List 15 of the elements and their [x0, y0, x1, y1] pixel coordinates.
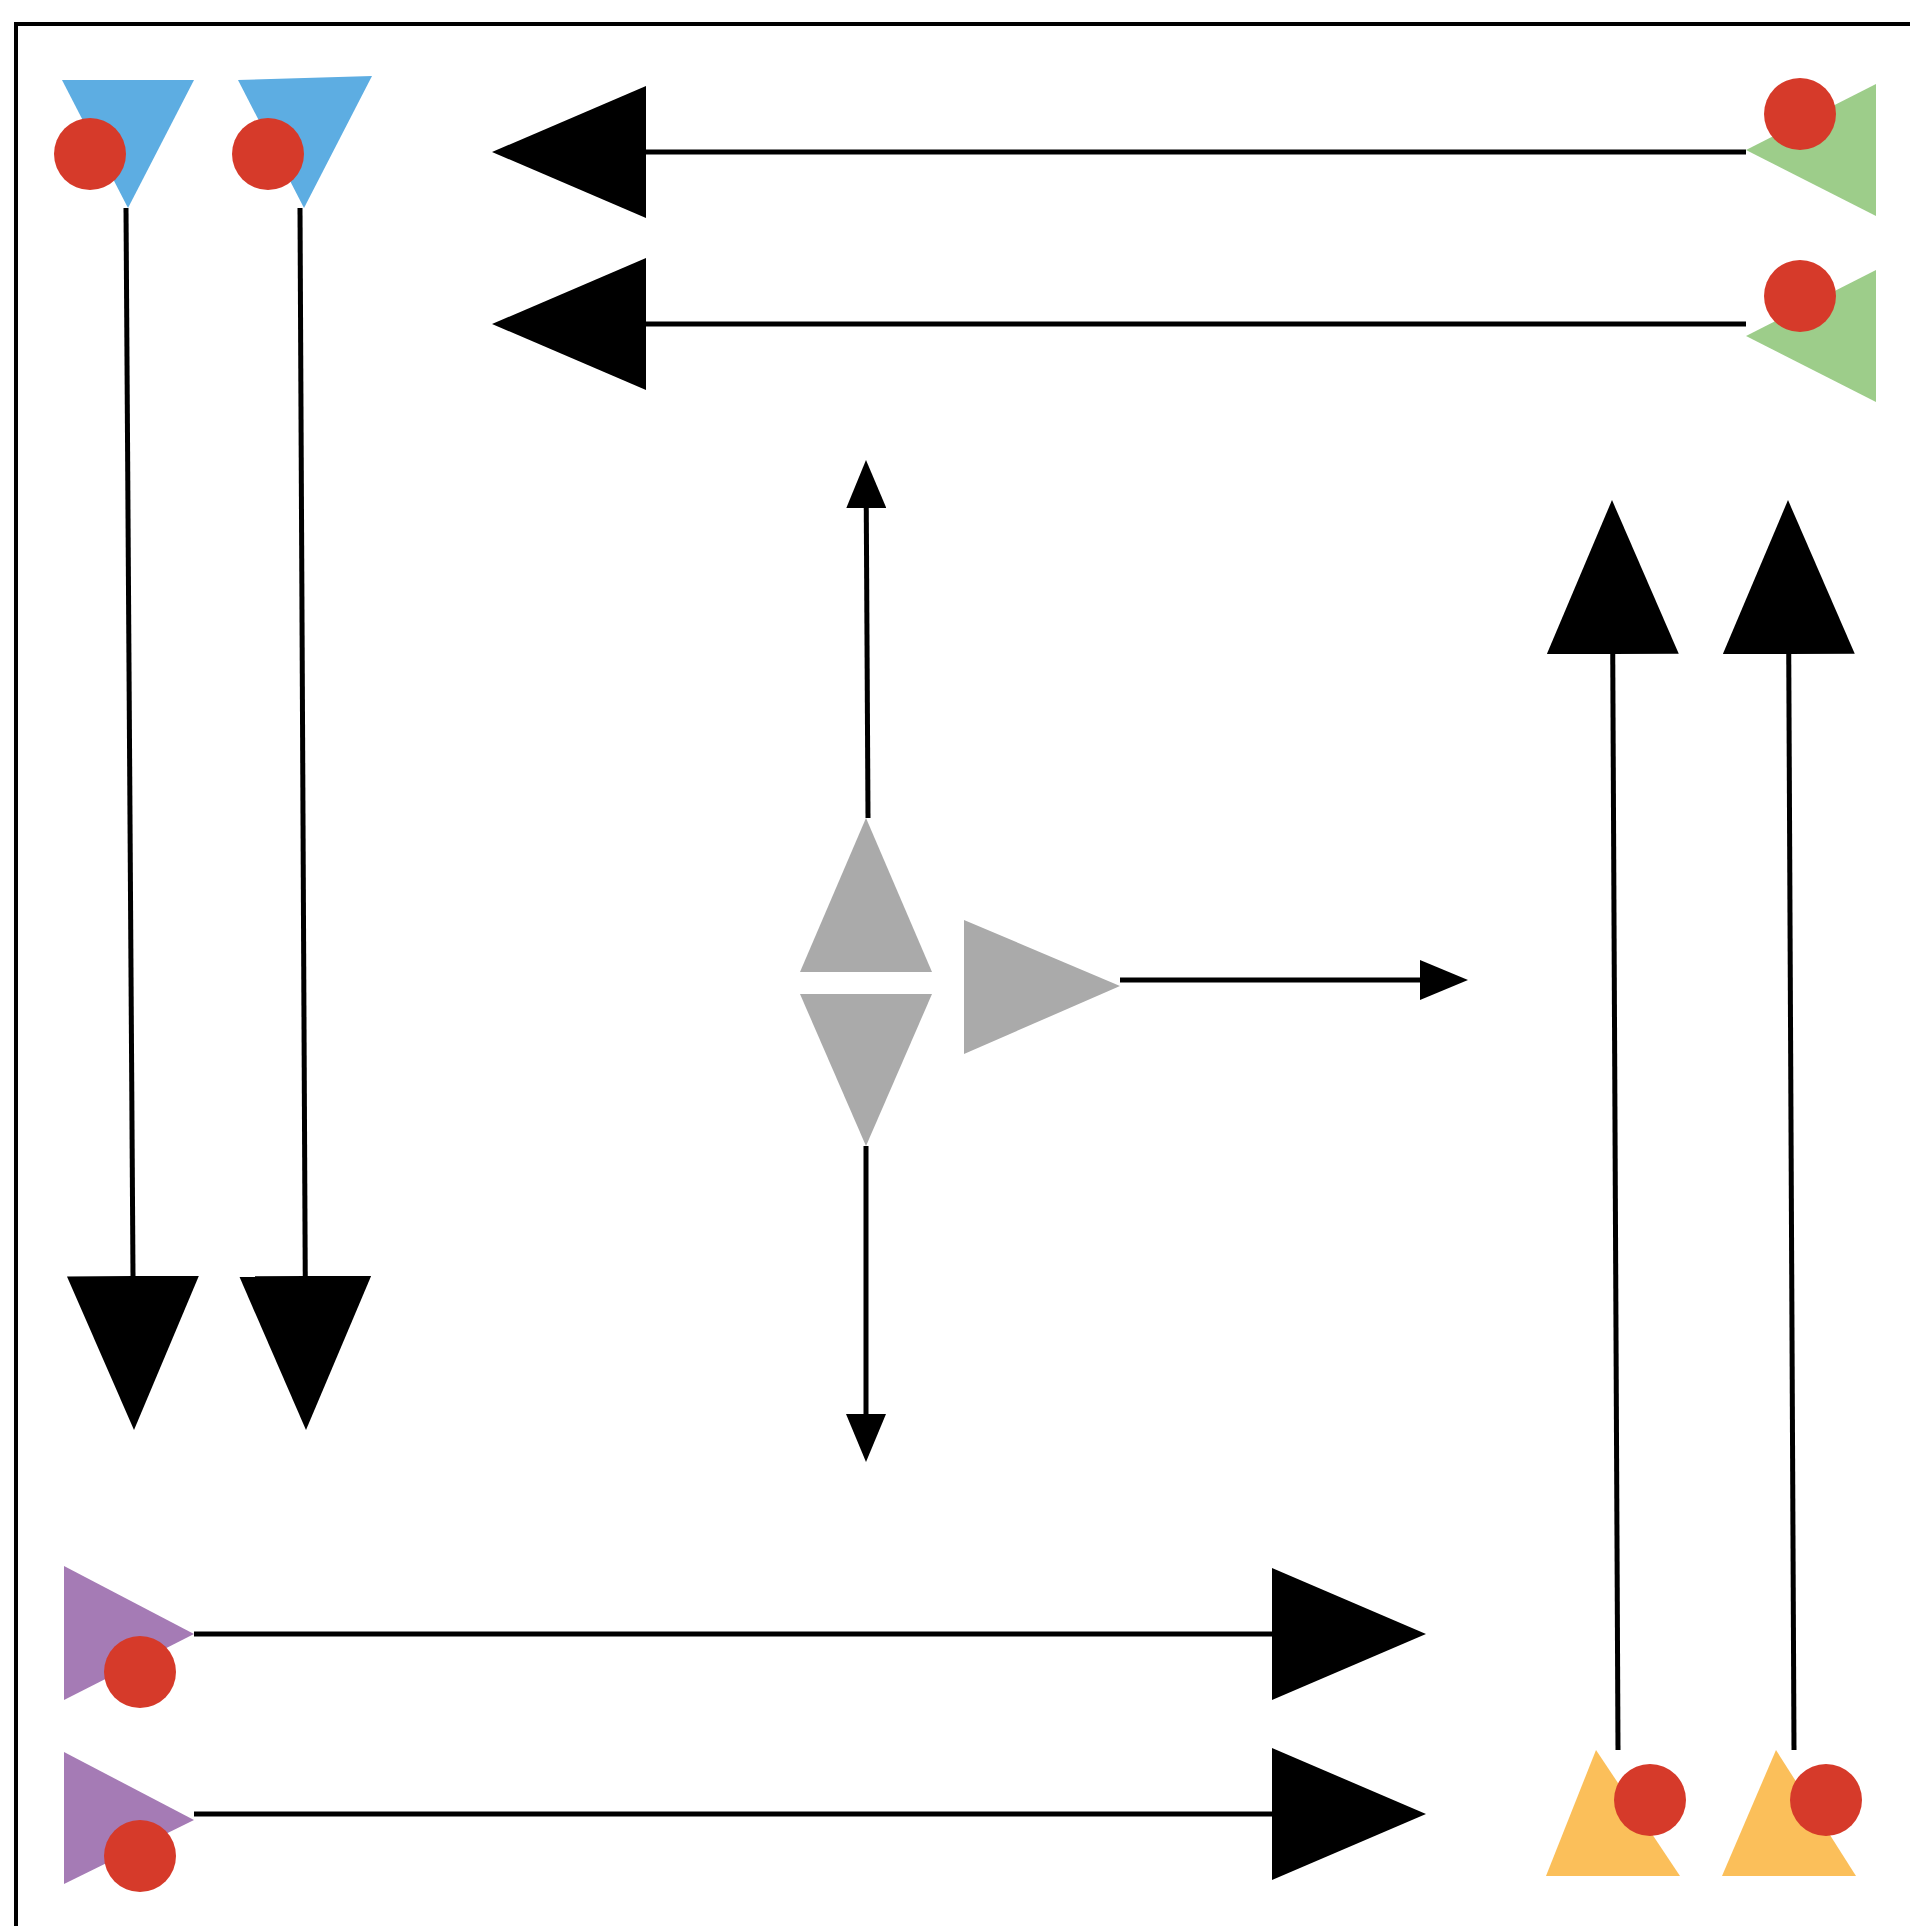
triangle-with-dot — [54, 80, 194, 208]
arrow — [846, 460, 887, 818]
arrow — [194, 1568, 1426, 1700]
arrow — [1722, 500, 1855, 1750]
arrow — [239, 208, 372, 1430]
triangle-with-dot — [64, 1752, 194, 1892]
arrow — [1120, 960, 1468, 1000]
arrow — [846, 1146, 886, 1462]
triangle-with-dot — [64, 1566, 194, 1708]
arrow — [67, 208, 199, 1430]
arrow — [1546, 500, 1679, 1750]
arrow — [194, 1748, 1426, 1880]
arrow — [492, 258, 1746, 390]
triangle-with-dot — [1746, 260, 1876, 402]
arrow — [492, 86, 1746, 218]
